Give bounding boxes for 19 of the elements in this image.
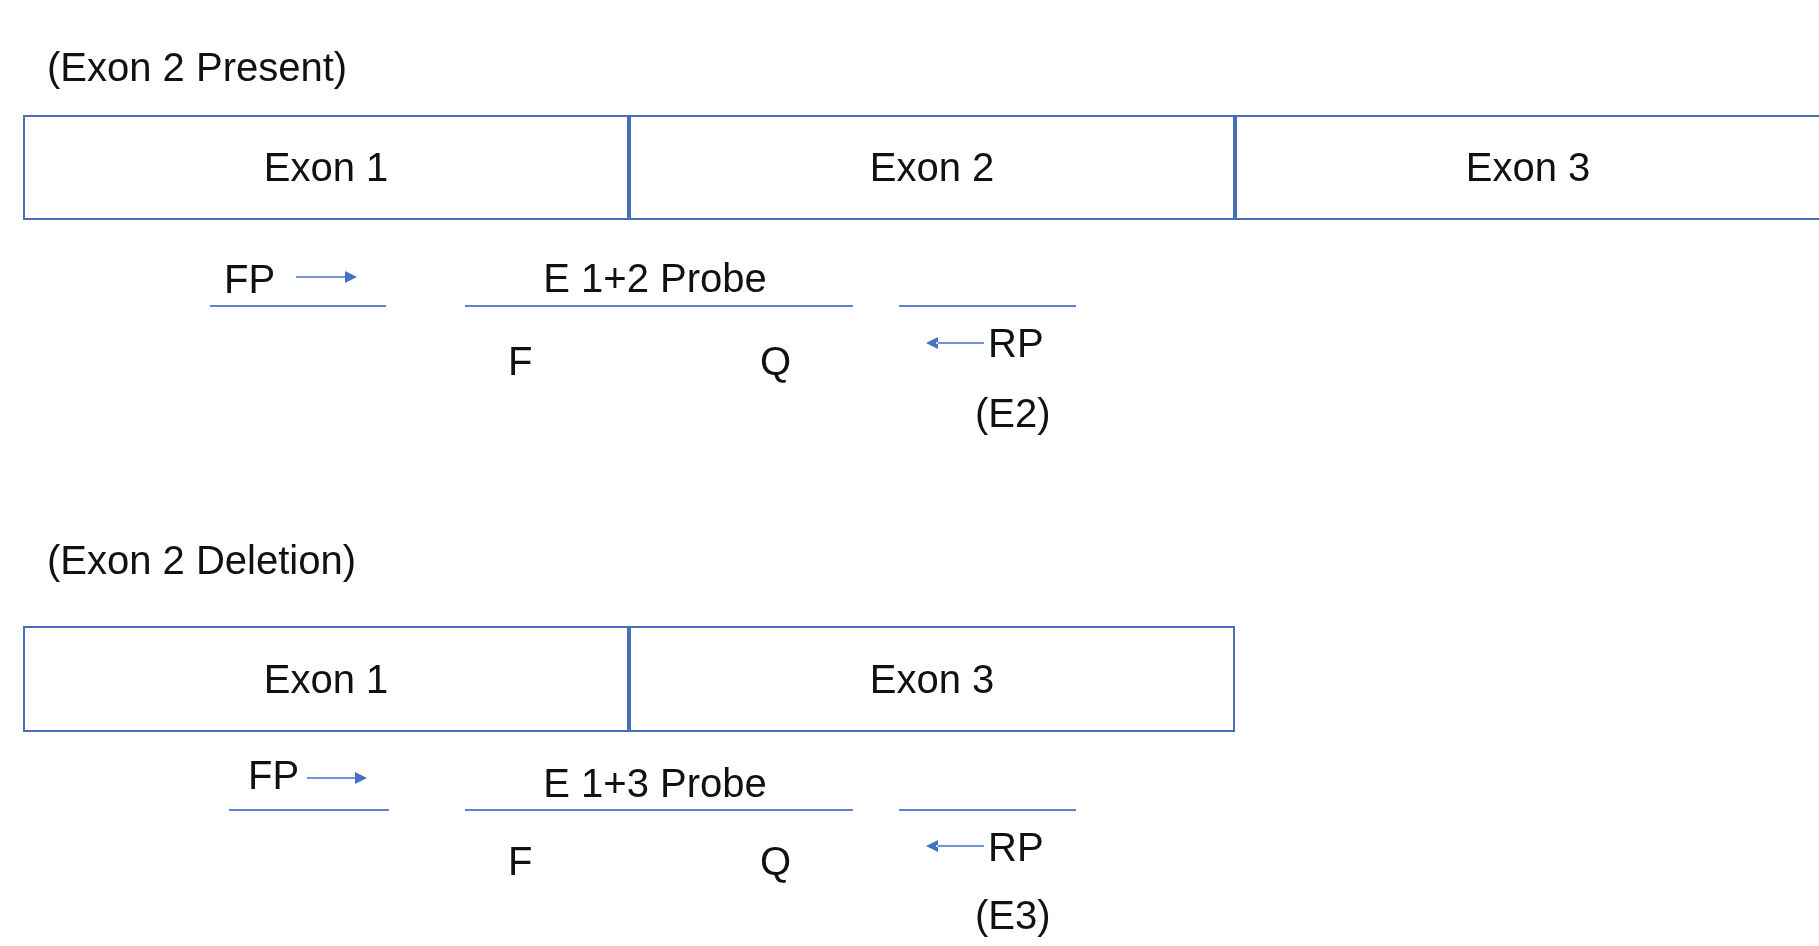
exon-box: Exon 2 bbox=[629, 115, 1235, 220]
primer-label: RP bbox=[988, 824, 1044, 870]
probe-label: E 1+2 Probe bbox=[543, 255, 767, 301]
exon-box: Exon 1 bbox=[23, 115, 629, 220]
primer-label: FP bbox=[248, 752, 300, 798]
primer-label: RP bbox=[988, 320, 1044, 366]
exon-tag-label: (E3) bbox=[975, 892, 1051, 938]
probe-end-label: Q bbox=[760, 338, 792, 384]
exon-box: Exon 1 bbox=[23, 626, 629, 732]
section-heading: (Exon 2 Present) bbox=[47, 44, 348, 90]
section-heading: (Exon 2 Deletion) bbox=[47, 537, 357, 583]
probe-label: E 1+3 Probe bbox=[543, 760, 767, 806]
probe-end-label: F bbox=[508, 838, 533, 884]
primer-label: FP bbox=[224, 256, 276, 302]
probe-end-label: F bbox=[508, 338, 533, 384]
probe-end-label: Q bbox=[760, 838, 792, 884]
exon-box: Exon 3 bbox=[629, 626, 1235, 732]
exon-tag-label: (E2) bbox=[975, 390, 1051, 436]
exon-box: Exon 3 bbox=[1235, 115, 1819, 220]
